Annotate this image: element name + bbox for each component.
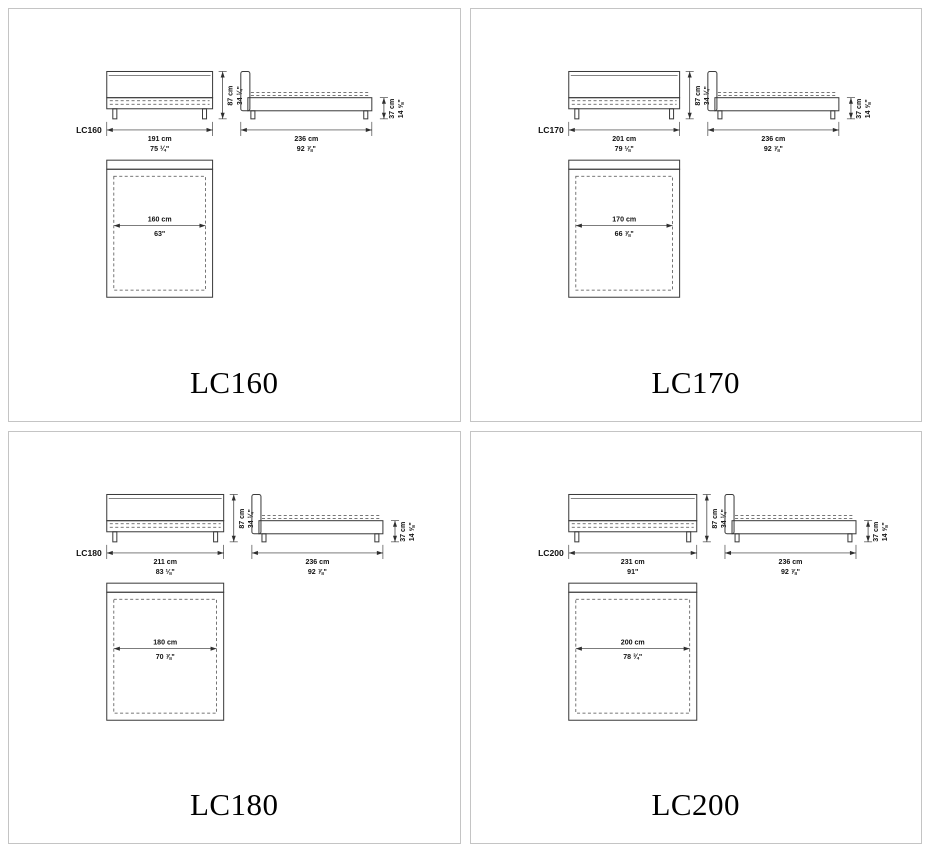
front-elevation xyxy=(106,493,225,542)
panel-lc180: LC180 211 cm 83 ⅛" 87 cm 34 ¼" xyxy=(8,430,461,844)
plan-view xyxy=(106,582,225,721)
foot-height-dimension: 37 cm 14 ⅝" xyxy=(863,519,889,542)
side-elevation xyxy=(240,70,373,120)
length-cm: 236 cm xyxy=(761,136,785,143)
length-cm: 236 cm xyxy=(294,136,318,143)
front-width-cm: 211 cm xyxy=(153,559,177,566)
mattress-width-in: 70 ⅞" xyxy=(156,653,175,660)
length-dimension: 236 cm 92 ⅞" xyxy=(251,544,384,576)
front-width-cm: 201 cm xyxy=(612,136,636,143)
foot-height-in: 14 ⅝" xyxy=(398,99,405,118)
front-width-in: 91" xyxy=(627,569,638,576)
technical-drawing-lc180: LC180 211 cm 83 ⅛" 87 cm 34 ¼" xyxy=(76,493,416,721)
mattress-width-dimension: 160 cm 63" xyxy=(113,217,206,238)
front-width-dimension: 211 cm 83 ⅛" xyxy=(106,544,224,576)
front-width-in: 79 ⅛" xyxy=(614,146,633,153)
height-cm: 87 cm xyxy=(228,86,235,106)
panel-lc170: LC170 201 cm 79 ⅛" 87 cm 34 ¼" xyxy=(469,8,922,422)
foot-height-dimension: 37 cm 14 ⅝" xyxy=(379,97,405,120)
height-dimension: 87 cm 34 ¼" xyxy=(702,493,727,542)
length-in: 92 ⅞" xyxy=(297,146,316,153)
foot-height-cm: 37 cm xyxy=(400,521,407,541)
height-cm: 87 cm xyxy=(711,508,718,528)
model-label: LC200 xyxy=(538,547,564,557)
panel-lc200: LC200 231 cm 91" 87 cm 34 ¼" xyxy=(469,430,922,844)
model-label: LC180 xyxy=(76,547,102,557)
front-elevation xyxy=(106,70,214,120)
front-width-dimension: 201 cm 79 ⅛" xyxy=(567,121,680,153)
mattress-width-dimension: 200 cm 78 ¾" xyxy=(575,639,690,660)
foot-height-cm: 37 cm xyxy=(873,521,880,541)
height-cm: 87 cm xyxy=(694,86,701,106)
mattress-width-in: 66 ⅞" xyxy=(614,231,633,238)
model-label: LC160 xyxy=(76,125,102,135)
mattress-width-cm: 200 cm xyxy=(620,639,644,646)
length-dimension: 236 cm 92 ⅞" xyxy=(240,121,373,153)
model-title: LC160 xyxy=(189,364,279,400)
foot-height-in: 14 ⅝" xyxy=(882,522,889,541)
front-elevation xyxy=(567,493,697,542)
plan-view xyxy=(567,582,697,721)
length-dimension: 236 cm 92 ⅞" xyxy=(724,544,856,576)
height-in: 34 ¼" xyxy=(702,86,710,105)
front-width-in: 75 ¼" xyxy=(150,145,169,153)
length-in: 92 ⅞" xyxy=(308,569,327,576)
mattress-width-in: 63" xyxy=(154,231,165,238)
foot-height-cm: 37 cm xyxy=(389,99,396,119)
front-width-cm: 231 cm xyxy=(620,559,644,566)
mattress-width-dimension: 180 cm 70 ⅞" xyxy=(113,639,217,660)
height-in: 34 ¼" xyxy=(719,509,727,528)
mattress-width-cm: 180 cm xyxy=(153,639,177,646)
front-width-dimension: 191 cm 75 ¼" xyxy=(106,121,213,153)
height-in: 34 ¼" xyxy=(236,86,244,105)
mattress-width-cm: 170 cm xyxy=(612,217,636,224)
length-in: 92 ⅞" xyxy=(763,146,782,153)
mattress-width-in: 78 ¾" xyxy=(623,652,642,660)
foot-height-in: 14 ⅝" xyxy=(865,99,872,118)
model-title: LC170 xyxy=(651,364,741,400)
foot-height-dimension: 37 cm 14 ⅝" xyxy=(846,97,872,120)
height-in: 34 ¼" xyxy=(247,509,255,528)
height-cm: 87 cm xyxy=(239,508,246,528)
mattress-width-dimension: 170 cm 66 ⅞" xyxy=(575,217,673,238)
side-elevation xyxy=(706,70,839,120)
side-elevation xyxy=(723,493,856,542)
technical-drawing-lc170: LC170 201 cm 79 ⅛" 87 cm 34 ¼" xyxy=(538,70,872,298)
model-title: LC180 xyxy=(189,787,279,822)
length-cm: 236 cm xyxy=(778,559,802,566)
front-width-cm: 191 cm xyxy=(148,136,172,143)
foot-height-in: 14 ⅝" xyxy=(409,522,416,541)
foot-height-cm: 37 cm xyxy=(856,99,863,119)
model-title: LC200 xyxy=(651,787,741,822)
height-dimension: 87 cm 34 ¼" xyxy=(229,493,255,542)
front-width-dimension: 231 cm 91" xyxy=(567,544,697,576)
front-elevation xyxy=(567,70,680,120)
front-width-in: 83 ⅛" xyxy=(156,569,175,576)
height-dimension: 87 cm 34 ¼" xyxy=(218,71,244,120)
plan-view xyxy=(567,159,680,298)
model-label: LC170 xyxy=(538,125,564,135)
length-dimension: 236 cm 92 ⅞" xyxy=(707,121,839,153)
mattress-width-cm: 160 cm xyxy=(148,217,172,224)
panel-lc160: LC160 191 cm 75 ¼" 87 cm 34 ¼" xyxy=(8,8,461,422)
technical-drawing-lc200: LC200 231 cm 91" 87 cm 34 ¼" xyxy=(538,493,889,721)
length-cm: 236 cm xyxy=(305,559,329,566)
technical-drawing-lc160: LC160 191 cm 75 ¼" 87 cm 34 ¼" xyxy=(76,70,405,298)
side-elevation xyxy=(251,493,384,542)
plan-view xyxy=(106,159,214,298)
height-dimension: 87 cm 34 ¼" xyxy=(685,71,710,120)
foot-height-dimension: 37 cm 14 ⅝" xyxy=(390,519,416,542)
length-in: 92 ⅞" xyxy=(780,569,799,576)
